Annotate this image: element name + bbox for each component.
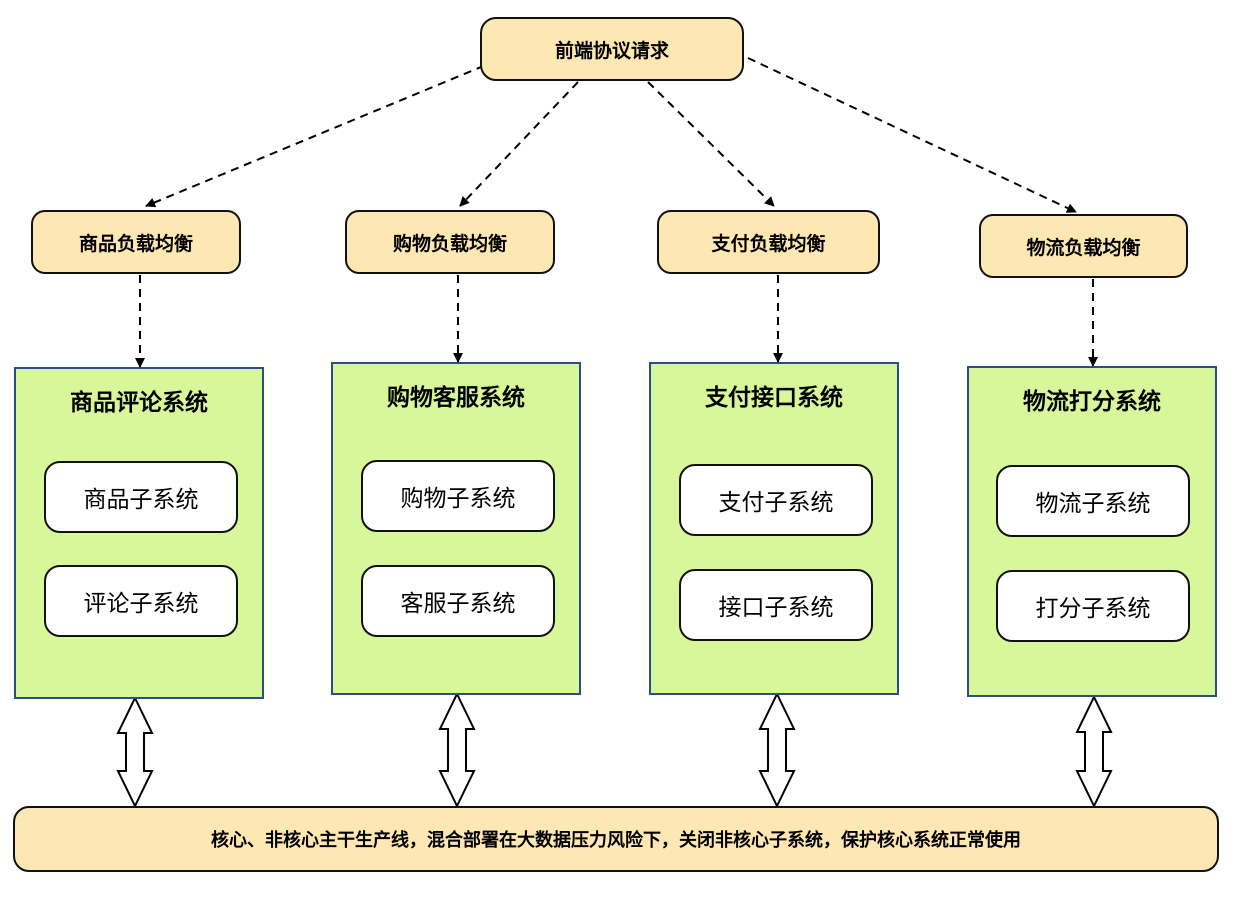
double-arrow-logistics	[1075, 694, 1113, 809]
subsystem-box: 商品子系统	[44, 461, 238, 533]
system-title: 支付接口系统	[705, 385, 843, 411]
lb-shopping-node: 购物负载均衡	[345, 210, 555, 274]
edge-top-to-lb-logistics	[747, 57, 1077, 213]
subsystem-box: 接口子系统	[679, 569, 873, 641]
edge-top-to-lb-payment	[647, 81, 775, 207]
system-title: 商品评论系统	[70, 390, 208, 416]
subsystem-box: 打分子系统	[996, 570, 1190, 642]
lb-payment-node: 支付负载均衡	[657, 210, 880, 274]
subsystem-box: 物流子系统	[996, 465, 1190, 537]
edge-top-to-lb-goods	[145, 54, 511, 208]
subsystem-box: 支付子系统	[679, 464, 873, 536]
edge-top-to-lb-shopping	[459, 81, 579, 207]
double-arrow-shopping	[438, 691, 476, 809]
system-logistics-rating: 物流打分系统 物流子系统 打分子系统	[967, 366, 1217, 697]
system-title: 物流打分系统	[1023, 389, 1161, 415]
subsystem-box: 评论子系统	[44, 565, 238, 637]
lb-logistics-node: 物流负载均衡	[979, 214, 1188, 278]
system-payment-interface: 支付接口系统 支付子系统 接口子系统	[649, 362, 899, 695]
frontend-request-node: 前端协议请求	[480, 17, 744, 81]
double-arrow-payment	[758, 691, 796, 809]
system-title: 购物客服系统	[387, 385, 525, 411]
system-goods-review: 商品评论系统 商品子系统 评论子系统	[14, 367, 264, 699]
system-shopping-service: 购物客服系统 购物子系统 客服子系统	[331, 362, 581, 695]
lb-goods-node: 商品负载均衡	[31, 210, 241, 274]
core-noncore-deployment-note: 核心、非核心主干生产线，混合部署在大数据压力风险下，关闭非核心子系统，保护核心系…	[13, 806, 1219, 872]
subsystem-box: 客服子系统	[361, 565, 555, 637]
subsystem-box: 购物子系统	[361, 460, 555, 532]
double-arrow-goods	[116, 695, 154, 809]
